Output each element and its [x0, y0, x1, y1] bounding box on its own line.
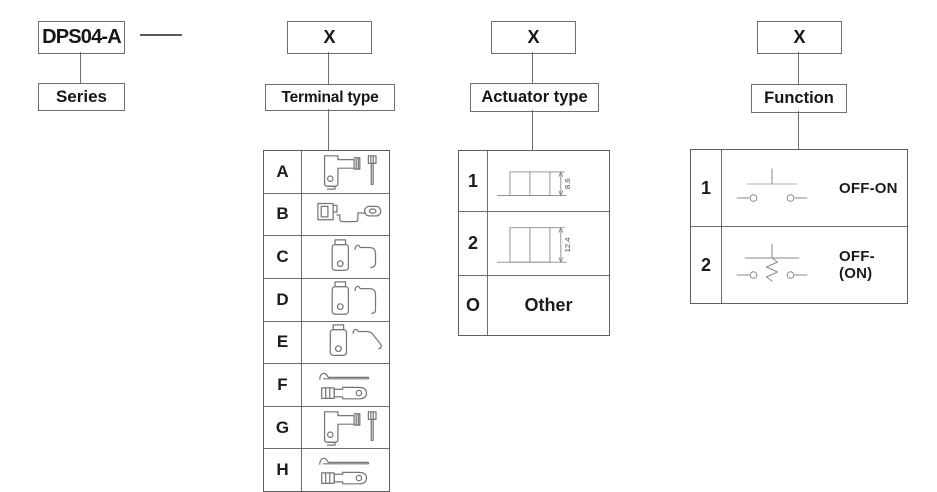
terminal-row-a: A [264, 151, 389, 193]
terminal-code-text: X [323, 27, 336, 47]
terminal-row-key: C [264, 236, 302, 278]
actuator-connector-top [532, 52, 533, 83]
actuator-label-box: Actuator type [470, 83, 599, 112]
actuator-row-key: 2 [459, 212, 488, 275]
function-code-box: X [757, 21, 842, 54]
function-connector-top [798, 52, 799, 84]
right-angle-lug-and-pin-icon [302, 407, 389, 449]
flat-strap-and-blade-icon [302, 449, 389, 491]
terminal-row-c: C [264, 235, 389, 278]
function-label-text: Function [764, 89, 834, 107]
terminal-row-f: F [264, 363, 389, 406]
function-connector-bottom [798, 111, 799, 149]
actuator-row-1: 1 8.6 [459, 151, 609, 211]
actuator-row-other: O Other [459, 275, 609, 335]
straight-lug-and-short-hook-icon [302, 236, 389, 278]
actuator-code-box: X [491, 21, 576, 54]
series-connector-line [80, 52, 81, 83]
terminal-connector-bottom [328, 109, 329, 150]
terminal-row-key: H [264, 449, 302, 491]
actuator-connector-bottom [532, 110, 533, 150]
terminal-row-key: D [264, 278, 302, 321]
actuator-code-text: X [527, 27, 540, 47]
part-number-box: DPS04-A [38, 21, 125, 54]
function-2-text: OFF-(ON) [839, 248, 875, 282]
tall-actuator-drawing-icon: 12.4 [488, 212, 609, 275]
terminal-row-key: F [264, 364, 302, 406]
series-label-text: Series [55, 87, 108, 106]
straight-lug-and-slanted-hook-icon [302, 322, 389, 364]
actuator-row-key: O [459, 276, 488, 335]
function-code-text: X [793, 27, 806, 47]
straight-lug-and-long-hook-icon [302, 279, 389, 321]
terminal-code-box: X [287, 21, 372, 54]
pushbutton-circuit-icon [734, 161, 829, 215]
function-row-key: 2 [691, 227, 722, 303]
actuator-label-text: Actuator type [481, 88, 588, 106]
actuator-other-text: Other [524, 295, 573, 315]
actuator-1-dimension: 8.6 [562, 178, 571, 189]
function-1-text: OFF-ON [839, 179, 898, 197]
series-label-box: Series [38, 83, 125, 111]
actuator-row-2: 2 12.4 [459, 211, 609, 275]
function-row-1: 1 OFF-ON [691, 150, 907, 226]
function-label-box: Function [751, 84, 847, 113]
terminal-row-key: G [264, 406, 302, 449]
terminal-row-key: E [264, 321, 302, 364]
function-1-cell: OFF-ON [722, 150, 907, 226]
part-number-text: DPS04-A [42, 26, 122, 48]
momentary-pushbutton-circuit-icon [734, 238, 829, 292]
function-2-cell: OFF-(ON) [722, 227, 907, 303]
actuator-other-cell: Other [488, 276, 609, 335]
actuator-row-key: 1 [459, 151, 488, 211]
function-row-key: 1 [691, 150, 722, 226]
terminal-row-g: G [264, 405, 389, 449]
terminal-row-h: H [264, 448, 389, 491]
right-angle-lug-and-pin-icon [302, 151, 389, 193]
flat-strap-and-blade-icon [302, 364, 389, 406]
terminal-row-d: D [264, 277, 389, 321]
function-table: 1 OFF-ON [690, 149, 908, 304]
bracket-with-bent-strap-icon [302, 194, 389, 236]
actuator-type-table: 1 8.6 2 [458, 150, 610, 336]
short-actuator-drawing-icon: 8.6 [488, 151, 609, 211]
function-row-2: 2 OFF-(ON) [691, 226, 907, 303]
terminal-label-text: Terminal type [281, 88, 379, 106]
separator-line [140, 34, 182, 36]
terminal-connector-top [328, 52, 329, 84]
terminal-type-table: A [263, 150, 390, 492]
terminal-row-e: E [264, 320, 389, 364]
terminal-row-b: B [264, 192, 389, 236]
terminal-row-key: B [264, 193, 302, 236]
actuator-2-dimension: 12.4 [562, 236, 571, 252]
terminal-row-key: A [264, 151, 302, 193]
terminal-label-box: Terminal type [265, 84, 395, 111]
